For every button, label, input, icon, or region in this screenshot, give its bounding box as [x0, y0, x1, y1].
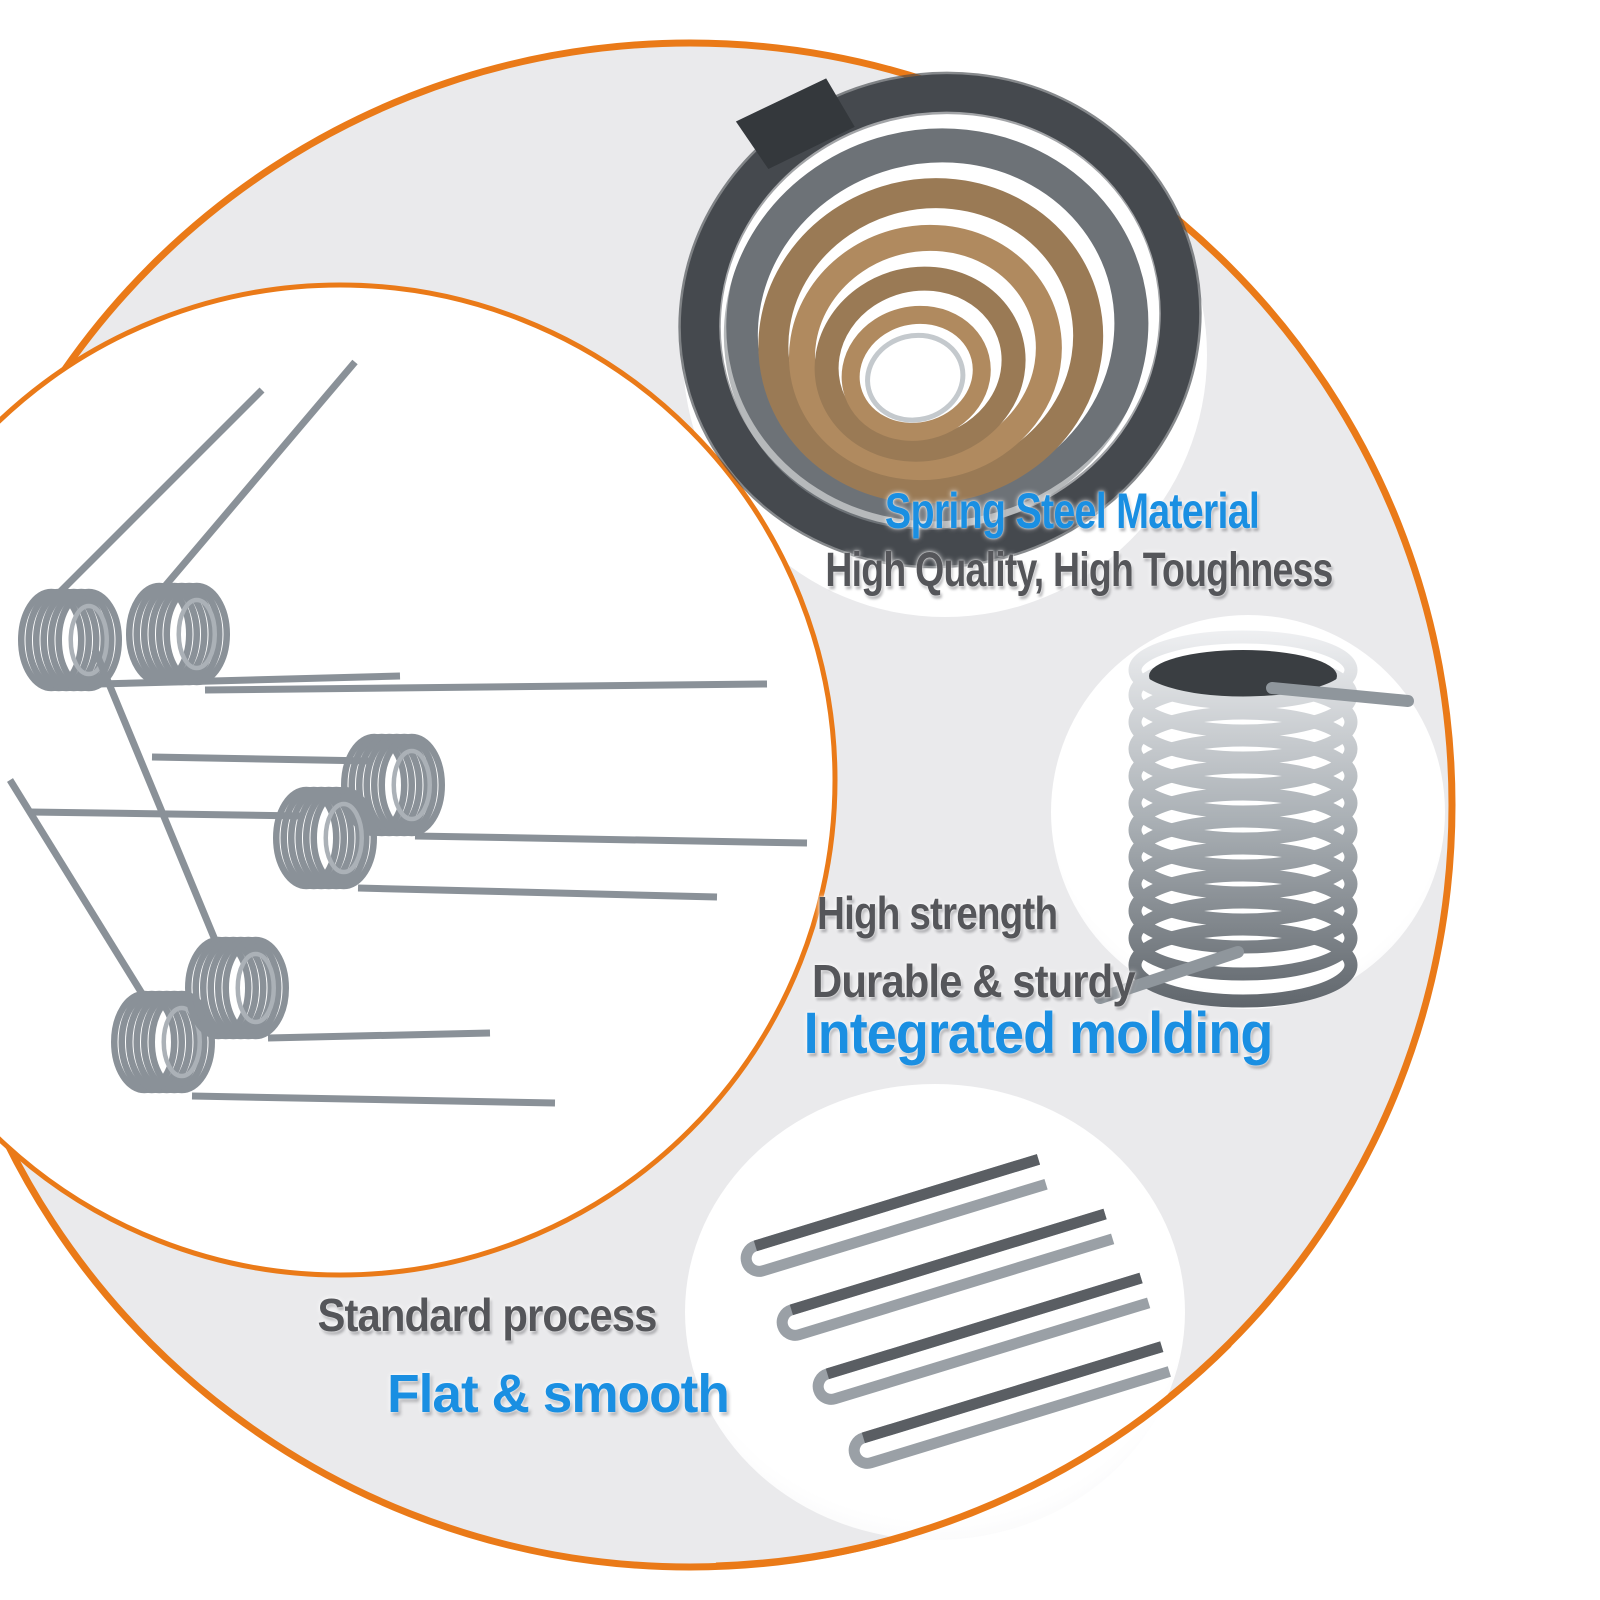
torsion-spring-3: [151, 737, 808, 847]
flat-strip: [776, 1208, 1115, 1341]
torsion-spring-2: [129, 359, 768, 694]
coiled-spring-photo: [1094, 630, 1414, 1008]
process-title: Flat & smooth: [387, 1364, 730, 1424]
flat-strip: [848, 1341, 1171, 1469]
strength-feature-2: Durable & sturdy: [812, 955, 1136, 1007]
flat-strip: [812, 1272, 1151, 1405]
material-subtitle: High Quality, High Toughness: [825, 544, 1333, 597]
outer-ring-bottom-arc: [715, 1341, 1232, 1570]
torsion-spring-1: [21, 387, 401, 688]
torsion-spring-4: [29, 790, 718, 901]
flat-strip: [740, 1154, 1048, 1277]
wire-end-notch: [735, 78, 855, 170]
coil-top-leg: [1266, 682, 1414, 707]
torsion-springs-photo: [7, 359, 808, 1107]
spring-steel-closeup-photo: [678, 71, 1202, 569]
flat-wire-strips-photo: [740, 1154, 1171, 1469]
torsion-spring-5: [7, 778, 556, 1107]
strength-feature-1: High strength: [817, 887, 1058, 939]
torsion-spring-6: [91, 648, 491, 1042]
coil-bottom-leg: [1094, 946, 1244, 1004]
bottom-photo-circle: [685, 1084, 1185, 1540]
process-feature-1: Standard process: [317, 1289, 657, 1341]
strength-title: Integrated molding: [803, 1001, 1274, 1066]
material-title: Spring Steel Material: [884, 483, 1260, 539]
